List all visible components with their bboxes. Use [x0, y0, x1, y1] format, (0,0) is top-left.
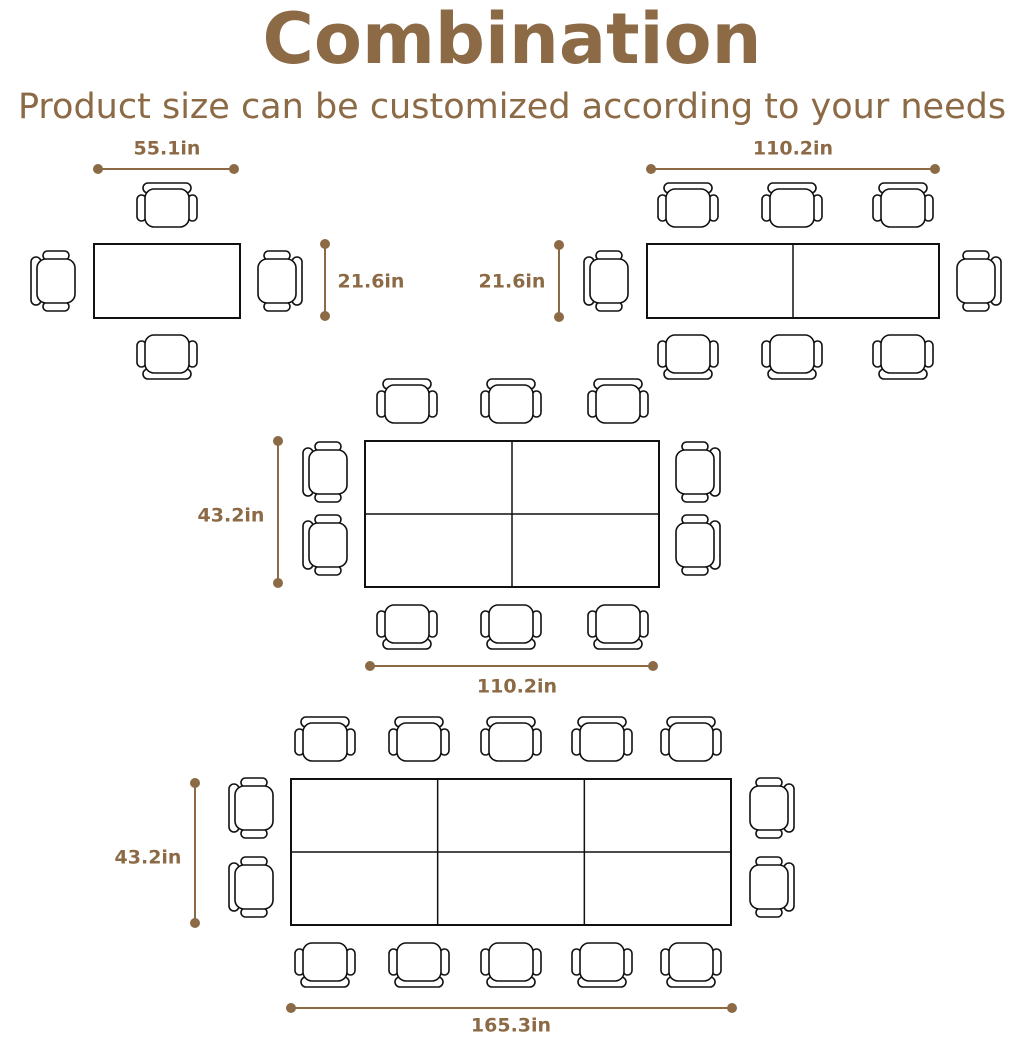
chair-icon [675, 514, 721, 576]
chair-icon [571, 942, 633, 988]
layout3-depth-label: 43.2in [198, 505, 265, 527]
chair-icon [228, 777, 274, 839]
layout4-table [290, 778, 732, 926]
layout1-depth-dimension [320, 239, 330, 321]
chair-icon [136, 182, 198, 228]
chair-icon [388, 716, 450, 762]
chair-icon [294, 716, 356, 762]
chair-icon [376, 604, 438, 650]
chair-icon [480, 378, 542, 424]
layout3-table [364, 440, 660, 588]
chair-icon [30, 250, 76, 312]
chair-icon [749, 777, 795, 839]
chair-icon [660, 716, 722, 762]
chair-icon [571, 716, 633, 762]
chair-icon [587, 378, 649, 424]
layout2-width-label: 110.2in [753, 138, 833, 160]
layout2-depth-dimension [554, 240, 564, 322]
chair-icon [294, 942, 356, 988]
chair-icon [480, 604, 542, 650]
chair-icon [480, 942, 542, 988]
chair-icon [657, 182, 719, 228]
chair-icon [761, 182, 823, 228]
chair-icon [480, 716, 542, 762]
layout1-width-label: 55.1in [134, 138, 201, 160]
layout4-width-dimension [286, 1003, 737, 1013]
chair-icon [136, 334, 198, 380]
layout4-width-label: 165.3in [471, 1015, 551, 1037]
chair-icon [257, 250, 303, 312]
chair-icon [660, 942, 722, 988]
layout1-depth-label: 21.6in [338, 271, 405, 293]
chair-icon [376, 378, 438, 424]
layout1-table [93, 243, 241, 319]
chair-icon [657, 334, 719, 380]
chair-icon [872, 334, 934, 380]
layout4-depth-dimension [190, 778, 200, 928]
layout4-depth-label: 43.2in [115, 847, 182, 869]
chair-icon [228, 856, 274, 918]
chair-icon [302, 514, 348, 576]
layout3-width-label: 110.2in [477, 676, 557, 698]
layout2-table [646, 243, 940, 319]
chair-icon [583, 250, 629, 312]
chair-icon [761, 334, 823, 380]
layout1-width-dimension [93, 164, 239, 174]
chair-icon [302, 441, 348, 503]
chair-icon [749, 856, 795, 918]
chair-icon [872, 182, 934, 228]
chair-icon [675, 441, 721, 503]
layout3-depth-dimension [273, 436, 283, 588]
chair-icon [956, 250, 1002, 312]
subtitle: Product size can be customized according… [18, 87, 1006, 127]
chair-icon [587, 604, 649, 650]
title: Combination [263, 0, 762, 80]
layout3-width-dimension [365, 661, 658, 671]
layout2-width-dimension [646, 164, 940, 174]
layout2-depth-label: 21.6in [479, 271, 546, 293]
chair-icon [388, 942, 450, 988]
